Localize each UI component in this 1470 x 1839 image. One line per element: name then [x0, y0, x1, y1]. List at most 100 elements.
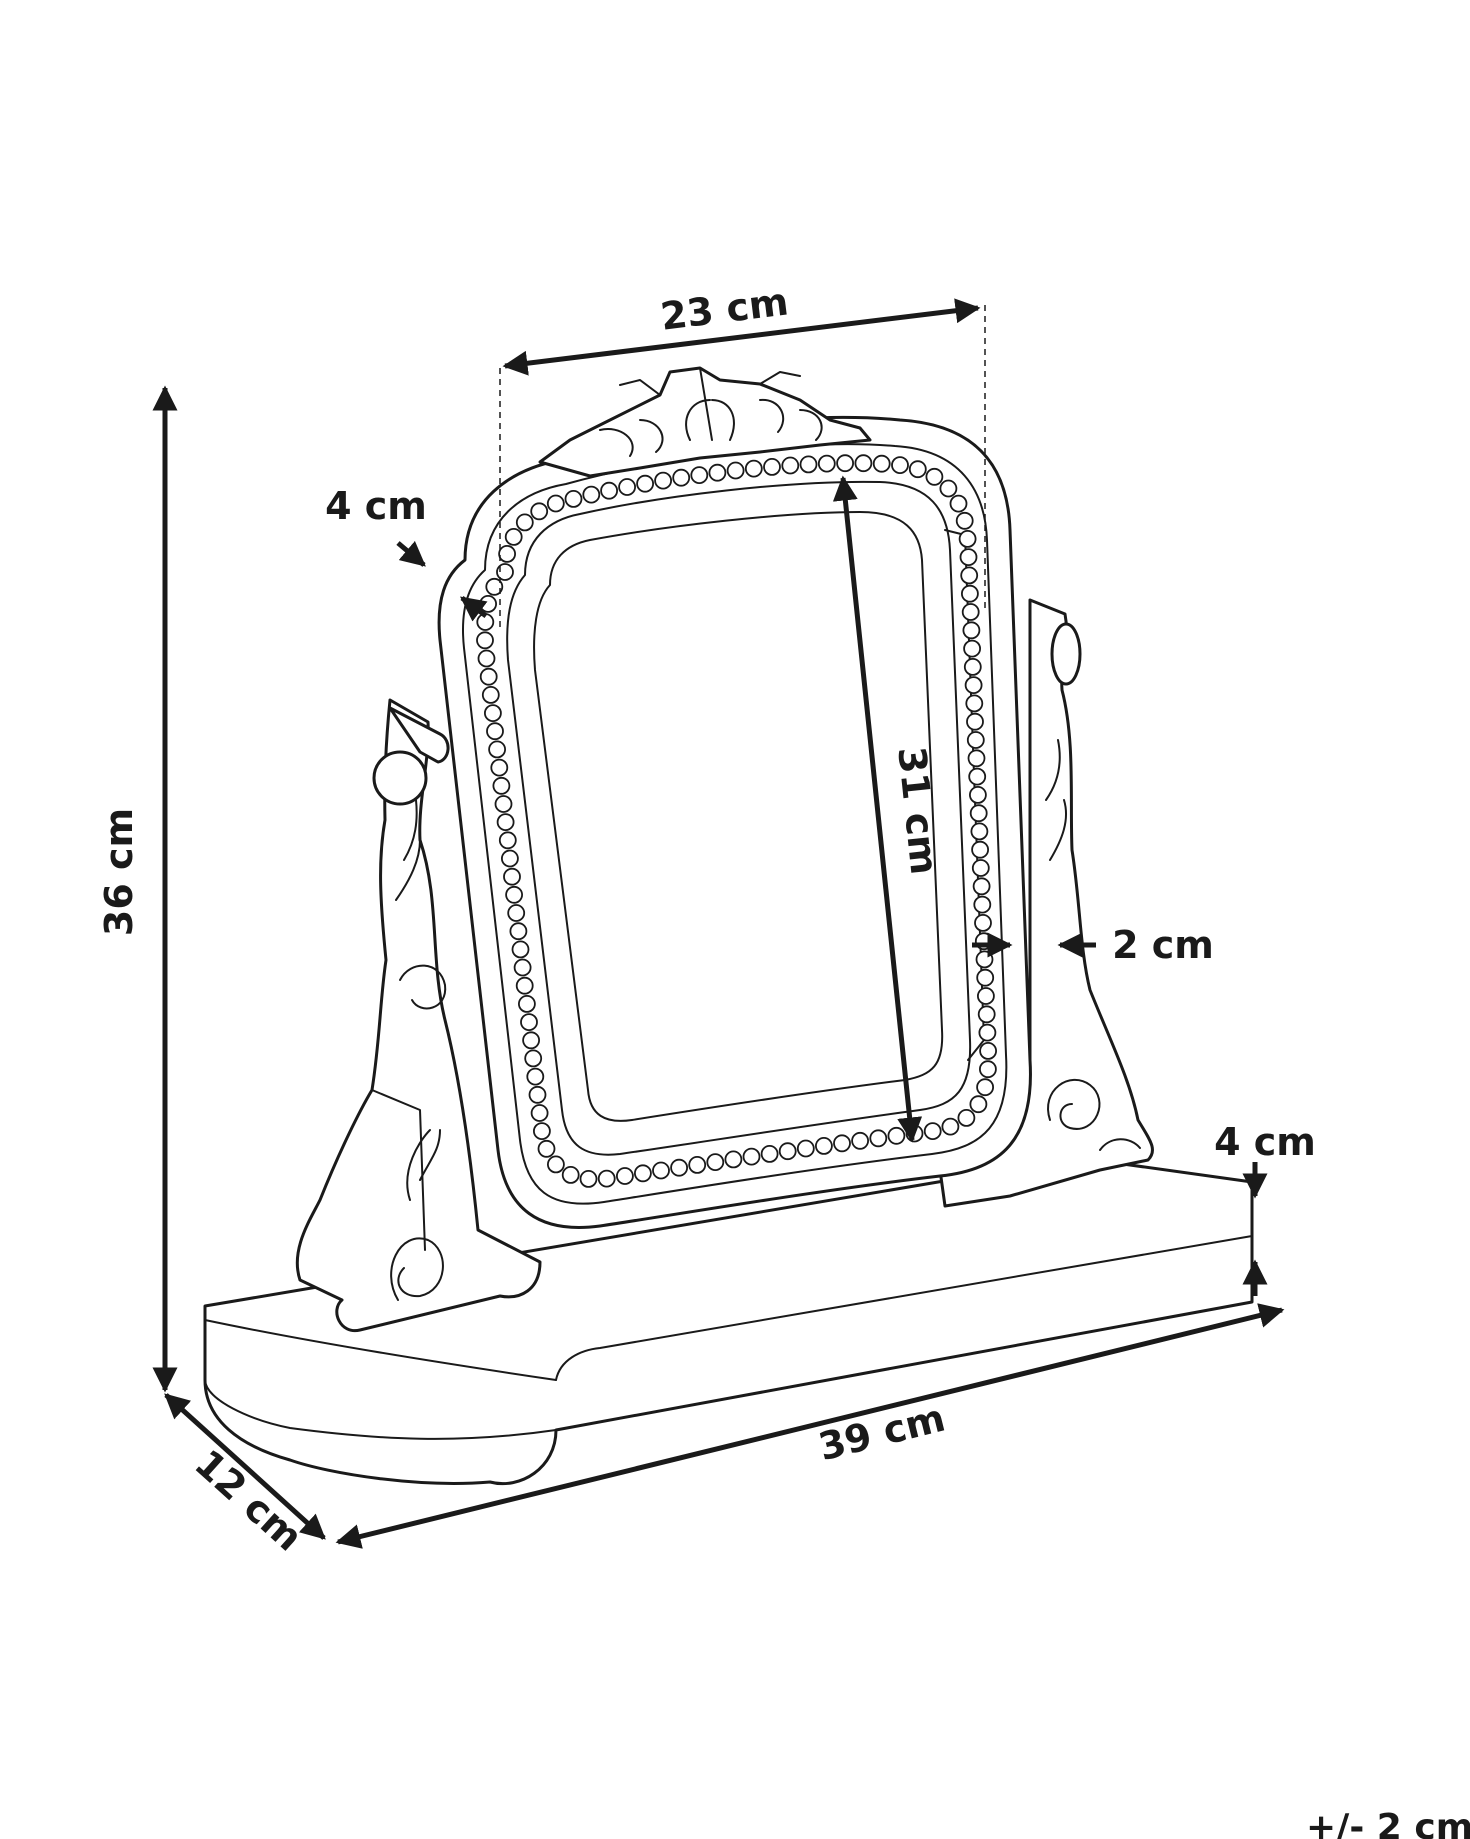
dim-label-total-height: 36 cm — [97, 808, 141, 936]
frame-bead — [854, 454, 873, 473]
dim-label-base-height: 4 cm — [1214, 1120, 1316, 1164]
frame-bead — [485, 577, 504, 596]
frame-bead — [726, 461, 745, 480]
frame-bead — [600, 481, 618, 500]
frame-bead — [505, 885, 523, 904]
base-depth-arrow — [164, 1393, 326, 1540]
frame-bead — [966, 731, 985, 749]
dim-label-frame-width: 4 cm — [325, 484, 427, 528]
frame-bead — [851, 1131, 869, 1150]
frame-crest-ornament — [538, 366, 872, 478]
frame-bead — [616, 1167, 634, 1185]
frame-bead — [923, 1122, 942, 1140]
frame-bead — [957, 1109, 976, 1127]
frame-bead — [479, 667, 498, 686]
frame-bead — [561, 1166, 580, 1184]
frame-bead — [492, 776, 511, 795]
frame-bead — [509, 922, 528, 941]
frame-bead — [964, 676, 983, 694]
frame-bead — [966, 712, 984, 731]
frame-bead — [955, 511, 974, 530]
frame-bead — [708, 463, 727, 482]
frame-bead — [833, 1134, 851, 1153]
frame-bead — [836, 454, 854, 473]
frame-bead — [778, 1142, 797, 1161]
frame-bead — [967, 749, 986, 768]
frame-bead — [518, 995, 536, 1013]
dim-label-frame-depth: 2 cm — [1112, 923, 1214, 967]
frame-bead — [511, 940, 530, 959]
frame-bead — [564, 489, 583, 508]
frame-bead — [887, 1126, 906, 1145]
frame-bead — [817, 454, 836, 473]
frame-bead — [796, 1139, 815, 1158]
frame-bead — [869, 1129, 888, 1148]
frame-bead — [742, 1147, 761, 1166]
frame-bead — [513, 958, 532, 977]
frame-bead — [597, 1169, 616, 1188]
frame-bead — [939, 479, 958, 498]
frame-bead — [582, 485, 601, 504]
frame-bead — [908, 460, 927, 479]
frame-bead — [963, 658, 982, 676]
tolerance-note: +/- 2 cm — [1306, 1807, 1470, 1839]
frame-bead — [522, 1031, 540, 1050]
frame-bead — [500, 849, 519, 868]
frame-bead — [496, 813, 515, 831]
frame-bead — [507, 904, 526, 922]
frame-bead — [969, 804, 988, 823]
frame-bead — [760, 1145, 779, 1163]
frame-bead — [494, 795, 513, 813]
frame-bead — [744, 459, 763, 478]
frame-bead — [974, 914, 992, 932]
frame-bead — [479, 595, 498, 613]
frame-bead — [530, 502, 549, 521]
frame-bead — [969, 1095, 988, 1114]
frame-bead — [968, 767, 987, 786]
frame-bead — [959, 548, 978, 566]
frame-bead — [949, 494, 968, 513]
frame-bead — [503, 867, 521, 886]
frame-bead — [891, 456, 909, 475]
frame-bead — [799, 455, 818, 474]
frame-bead — [925, 467, 944, 486]
frame-bead — [958, 530, 977, 548]
mirror-height-arrow — [832, 475, 923, 1143]
frame-bead — [977, 1005, 996, 1024]
frame-bead — [724, 1150, 743, 1169]
frame-width-arrow-inner — [460, 596, 488, 622]
dim-label-mirror-width: 23 cm — [658, 279, 791, 338]
frame-bead — [520, 1013, 538, 1031]
frame-bead — [481, 686, 500, 704]
frame-bead — [498, 545, 517, 563]
frame-bead — [969, 786, 987, 804]
frame-bead — [490, 758, 509, 777]
left-support-stand — [295, 698, 542, 1333]
frame-bead — [963, 639, 981, 658]
frame-bead — [579, 1170, 598, 1188]
frame-bead — [504, 528, 523, 546]
frame-bead — [872, 454, 891, 473]
dimension-lines — [152, 298, 1285, 1549]
frame-bead — [498, 831, 517, 850]
frame-bead — [547, 1155, 565, 1174]
frame-bead — [972, 877, 991, 896]
frame-bead — [961, 584, 979, 603]
frame-bead — [634, 1164, 652, 1183]
frame-bead — [978, 1023, 997, 1042]
frame-bead — [533, 1122, 551, 1140]
frame-bead — [979, 1060, 997, 1079]
frame-bead — [977, 987, 995, 1005]
frame-bead — [670, 1158, 688, 1177]
frame-bead — [962, 621, 981, 640]
frame-bead — [706, 1153, 725, 1171]
frame-bead — [528, 1085, 547, 1104]
frame-bead — [530, 1104, 549, 1122]
frame-bead — [961, 603, 980, 621]
frame-bead — [476, 631, 494, 650]
frame-bead — [979, 1042, 997, 1060]
width-arrow — [502, 298, 981, 376]
frame-bead — [515, 976, 534, 995]
frame-bead — [976, 968, 995, 987]
